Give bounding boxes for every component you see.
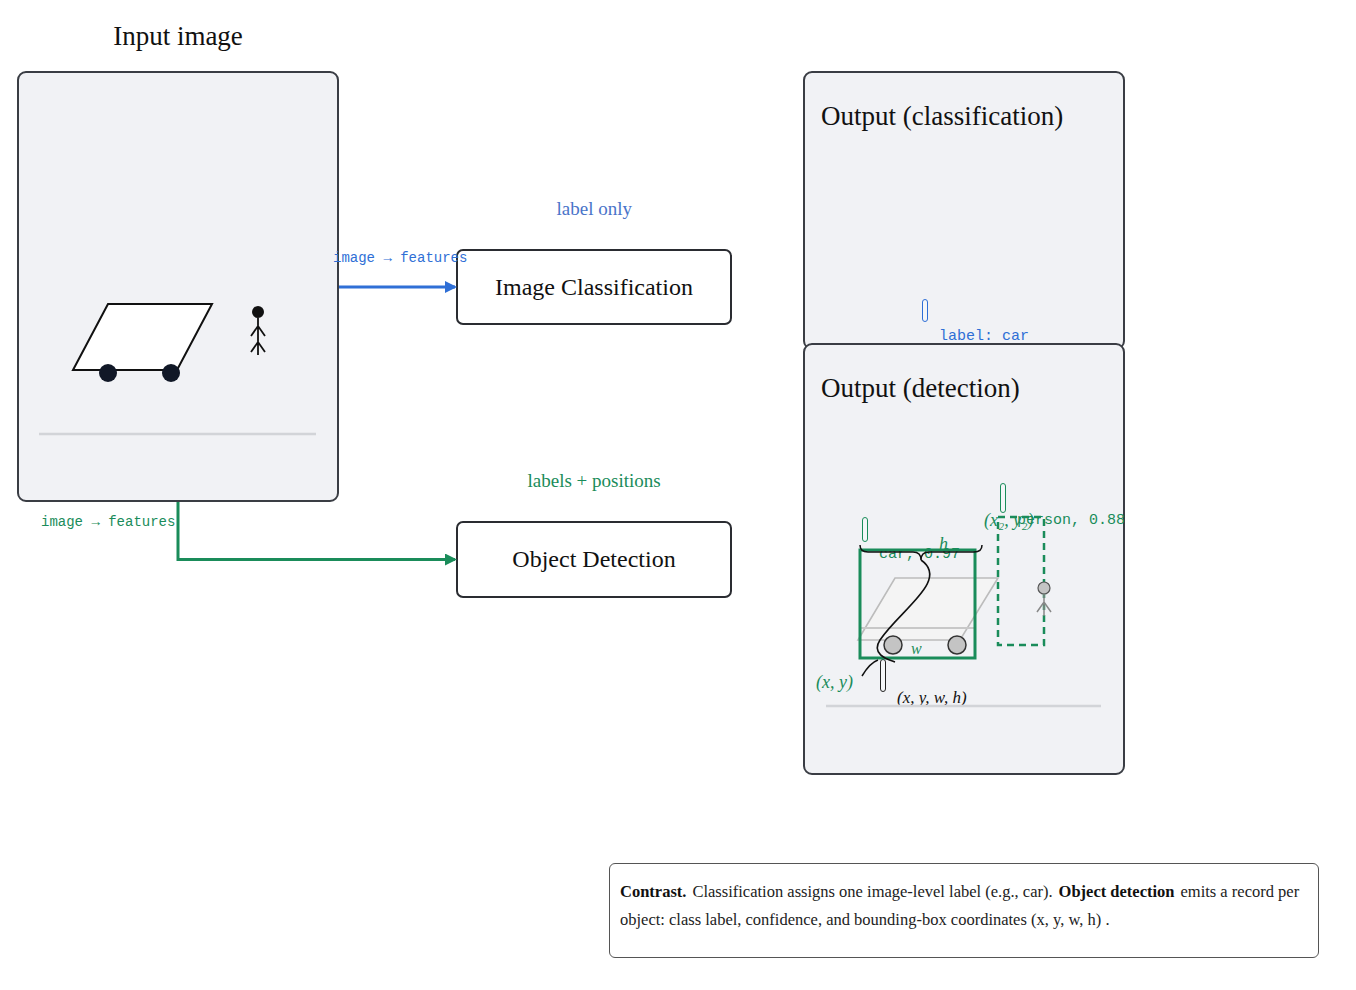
ground-line — [826, 705, 1101, 708]
output-panel: Output (detection)car, 0.97person, 0.88(… — [803, 343, 1125, 775]
label-tag: label: car — [922, 299, 928, 322]
node-text: Classification assigns one image-level l… — [692, 882, 1052, 901]
flow-arrow — [339, 286, 455, 289]
output-panel: Output (classification) label: car — [803, 71, 1125, 350]
coordinate-label: (x₂, y₂) — [984, 510, 1033, 531]
node-title: Contrast. — [620, 882, 686, 901]
note-box: Contrast. Classification assigns one imag… — [609, 863, 1319, 958]
process-box: Object Detection — [456, 521, 732, 598]
image-panel: Input image — [17, 71, 339, 502]
node-title: Input image — [19, 21, 337, 52]
person-head — [252, 306, 264, 318]
process-box: Image Classification — [456, 249, 732, 325]
node-title: Output (detection) — [821, 373, 1020, 404]
node-text: Object detection — [1059, 882, 1175, 901]
node-title: Object Detection — [512, 546, 675, 573]
car-wheel — [162, 364, 180, 382]
car-wheel — [884, 636, 902, 654]
node-title: label: car — [939, 328, 1029, 345]
person-head — [1038, 582, 1050, 594]
coordinate-label: (x, y) — [816, 672, 853, 693]
car-wheel — [99, 364, 117, 382]
car-ghost-line — [860, 627, 975, 629]
car-wheel — [948, 636, 966, 654]
node-title: Image Classification — [495, 274, 693, 301]
path-note: labels + positions — [528, 470, 661, 492]
dimension-label: h — [939, 534, 948, 555]
dimension-label: w — [911, 640, 922, 658]
path-note: label only — [557, 198, 632, 220]
node-title: Output (classification) — [821, 101, 1063, 132]
edge-label: image → features — [41, 514, 175, 530]
flow-arrow — [178, 502, 455, 560]
ground-line — [39, 433, 316, 436]
detection-tag: person, 0.88 — [1000, 483, 1006, 513]
edge-label: image → features — [333, 250, 467, 266]
coordinate-tag: (x, y, w, h) — [880, 659, 886, 692]
detection-tag: car, 0.97 — [862, 517, 868, 542]
